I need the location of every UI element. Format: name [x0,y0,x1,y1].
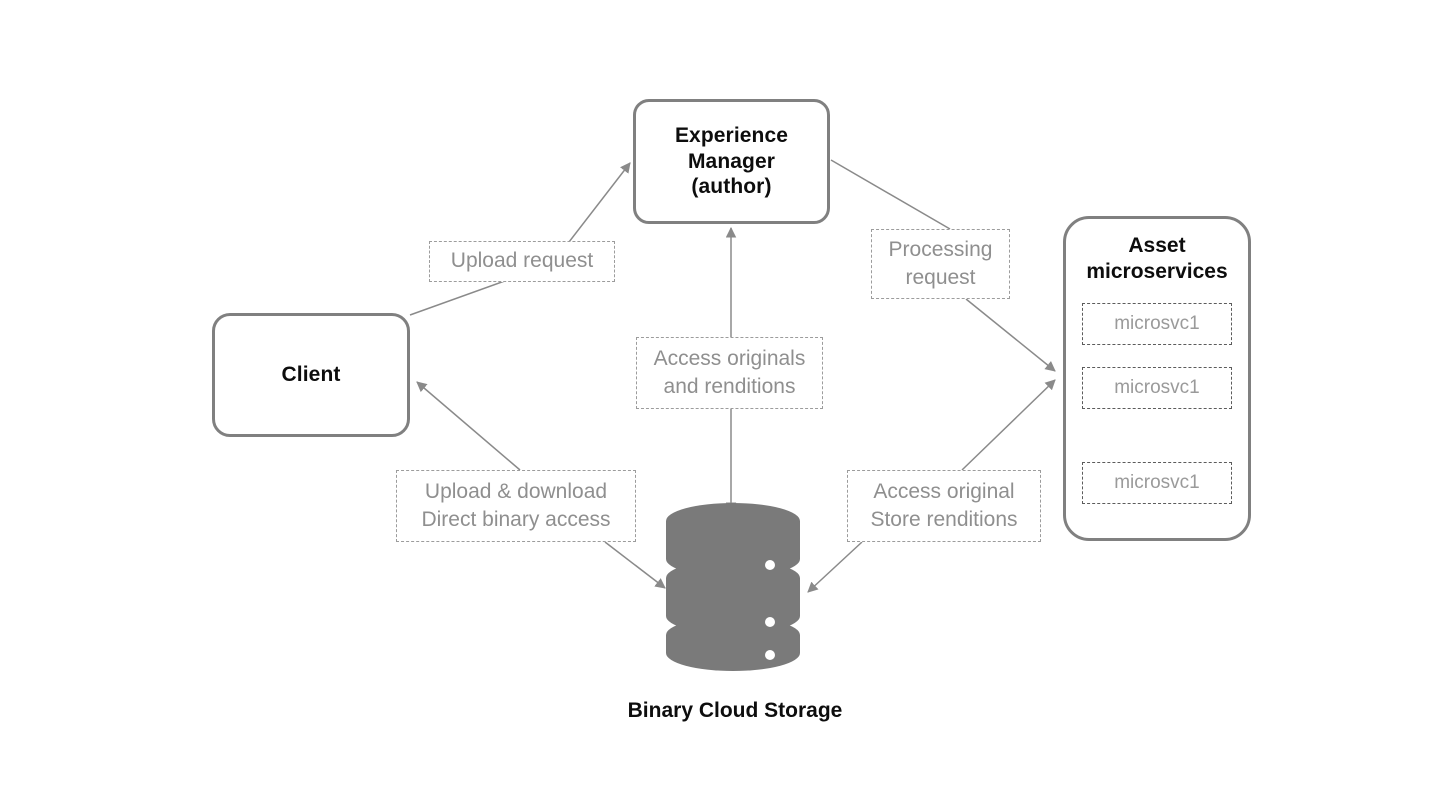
edge-client-to-storage-up [416,381,521,471]
edge-storage-to-microservices-up [961,379,1056,471]
microservice-item[interactable]: microsvc1 [1082,366,1232,409]
edge-microservices-to-storage-down [807,541,863,593]
node-asset-microservices[interactable]: Asset microservices microsvc1 microsvc1 … [1063,216,1251,541]
node-binary-cloud-storage-caption: Binary Cloud Storage [627,699,843,722]
edge-label-access-original-store-renditions: Access original Store renditions [847,470,1041,542]
node-client[interactable]: Client [212,313,410,437]
edge-label-upload-request: Upload request [429,241,615,282]
node-experience-manager[interactable]: Experience Manager (author) [633,99,830,224]
edge-label-processing-request: Processing request [871,229,1010,299]
database-cylinder-icon [666,503,800,671]
edge-label-upload-and-download: Upload & download Direct binary access [396,470,636,542]
node-experience-manager-label: Experience Manager (author) [674,124,789,199]
node-binary-cloud-storage[interactable] [666,503,800,675]
edge-experience-manager-to-microservices [830,159,951,230]
edge-experience-manager-to-microservices-head [965,298,1056,372]
edge-client-to-storage-down [604,541,666,589]
microservice-item[interactable]: microsvc1 [1082,302,1232,345]
microservice-item[interactable]: microsvc1 [1082,461,1232,504]
node-client-label: Client [281,363,341,387]
edge-label-access-originals-and-renditions: Access originals and renditions [636,337,823,409]
node-asset-microservices-heading: Asset microservices [1086,234,1228,284]
